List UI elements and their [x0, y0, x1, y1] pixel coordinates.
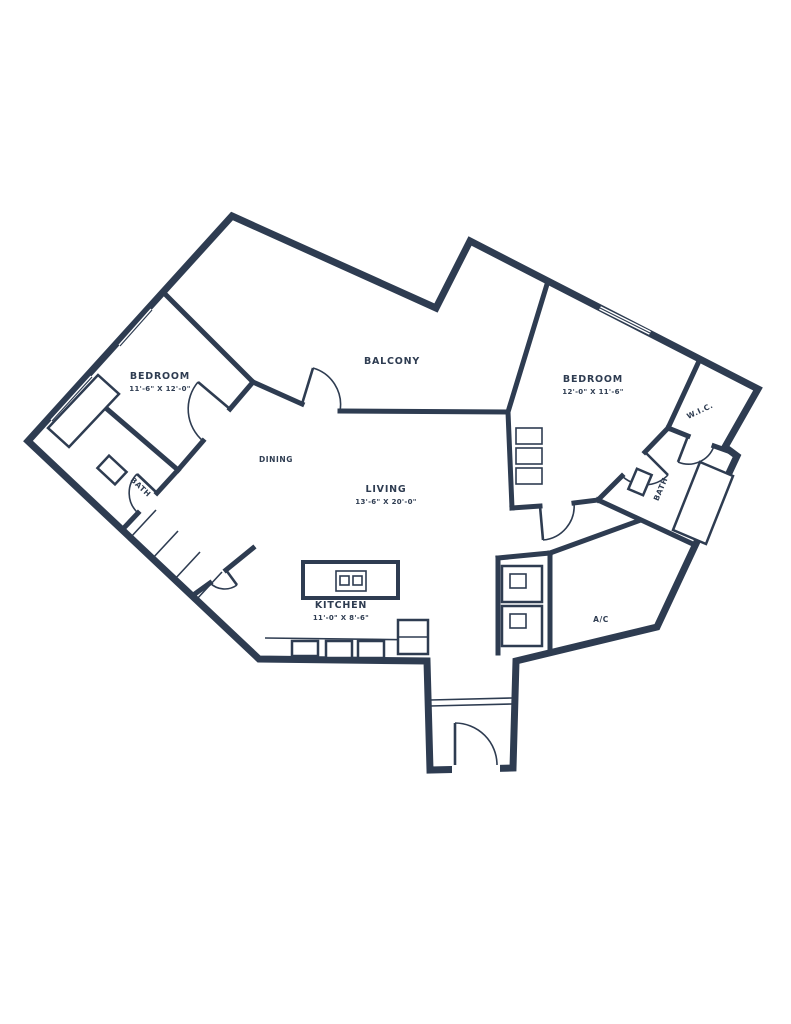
bedroom-left-door — [187, 381, 231, 442]
wall-bedleft-hall-a — [226, 378, 257, 413]
closet-shelves-left — [129, 509, 223, 601]
bathtub-left — [46, 373, 121, 449]
window-bedroom-left — [118, 308, 154, 348]
wall-hall-a — [509, 503, 543, 511]
wall-laundry-top — [495, 550, 553, 561]
balcony-door — [300, 367, 342, 412]
room-label-balcony: BALCONY — [364, 356, 420, 367]
room-label-living: LIVING — [365, 484, 406, 495]
room-dims-living: 13'-6" X 20'-0" — [355, 498, 416, 506]
wall-bedleft-hall-b — [174, 437, 207, 474]
island-cooktop — [335, 570, 367, 592]
room-label-bedroom-right: BEDROOM — [563, 374, 623, 385]
room-dims-bedroom-left: 11'-6" X 12'-0" — [129, 385, 190, 393]
fixtures — [46, 373, 735, 660]
room-label-bedroom-left: BEDROOM — [130, 371, 190, 382]
entry-door-swing — [454, 722, 498, 766]
wall-balcony-living-b — [337, 408, 511, 415]
wall-closet-b — [188, 579, 214, 600]
wall-hall-closet — [505, 409, 515, 511]
room-label-bath-right: BATH — [652, 476, 670, 502]
hall-closet-door — [538, 502, 575, 541]
hall-shelf-1 — [515, 427, 543, 445]
outer-walls — [23, 211, 763, 774]
room-dims-kitchen: 11'-0" X 8'-6" — [313, 614, 369, 622]
room-label-kitchen: KITCHEN — [315, 600, 367, 611]
closet-door — [209, 569, 239, 590]
wall-bathright-bottom — [594, 496, 699, 549]
wall-wic-b2 — [710, 442, 735, 456]
toilet-left — [95, 453, 129, 487]
room-label-ac: A/C — [593, 615, 609, 624]
kitchen-sink — [290, 639, 320, 658]
wall-closet-a — [222, 544, 257, 574]
entry-door — [429, 697, 513, 774]
wall-wic-a — [664, 355, 704, 432]
window-bath-left — [50, 375, 94, 423]
wall-balcony-living-a — [249, 378, 306, 408]
entry-door-opening — [452, 758, 500, 774]
entry-threshold — [429, 697, 513, 707]
range — [356, 639, 386, 660]
bathtub-right — [671, 460, 735, 546]
wall-bathright-bed-a — [641, 424, 672, 456]
room-label-dining: DINING — [259, 455, 293, 464]
wall-hall-b — [571, 497, 601, 506]
dryer-detail — [509, 613, 527, 629]
toilet-right — [626, 467, 654, 497]
wall-wic-b1 — [664, 424, 692, 440]
wall-ac — [546, 517, 642, 557]
window-bedroom-right — [599, 306, 651, 335]
interior-walls — [75, 277, 735, 656]
dryer — [500, 604, 544, 648]
wall-balcony-left — [159, 288, 257, 386]
bath-left-door — [128, 473, 158, 514]
island-burner-1 — [339, 575, 350, 586]
wic-door — [676, 435, 715, 465]
wall-bathleft-corridor-b — [118, 509, 142, 534]
hall-shelf-3 — [515, 467, 543, 485]
room-dims-bedroom-right: 12'-0" X 11'-6" — [562, 388, 623, 396]
washer-detail — [509, 573, 527, 589]
washer — [500, 564, 544, 604]
hall-shelf-2 — [515, 447, 543, 465]
island-burner-2 — [352, 575, 363, 586]
dishwasher — [324, 639, 354, 660]
unit-outline — [23, 211, 763, 774]
wall-bathleft-corridor-a — [153, 466, 182, 497]
wall-bathright-bed-b — [594, 472, 626, 504]
kitchen-island — [301, 560, 400, 600]
wall-balcony-right — [504, 277, 552, 416]
door-swings — [128, 367, 715, 590]
room-label-wic: W.I.C. — [685, 401, 714, 421]
